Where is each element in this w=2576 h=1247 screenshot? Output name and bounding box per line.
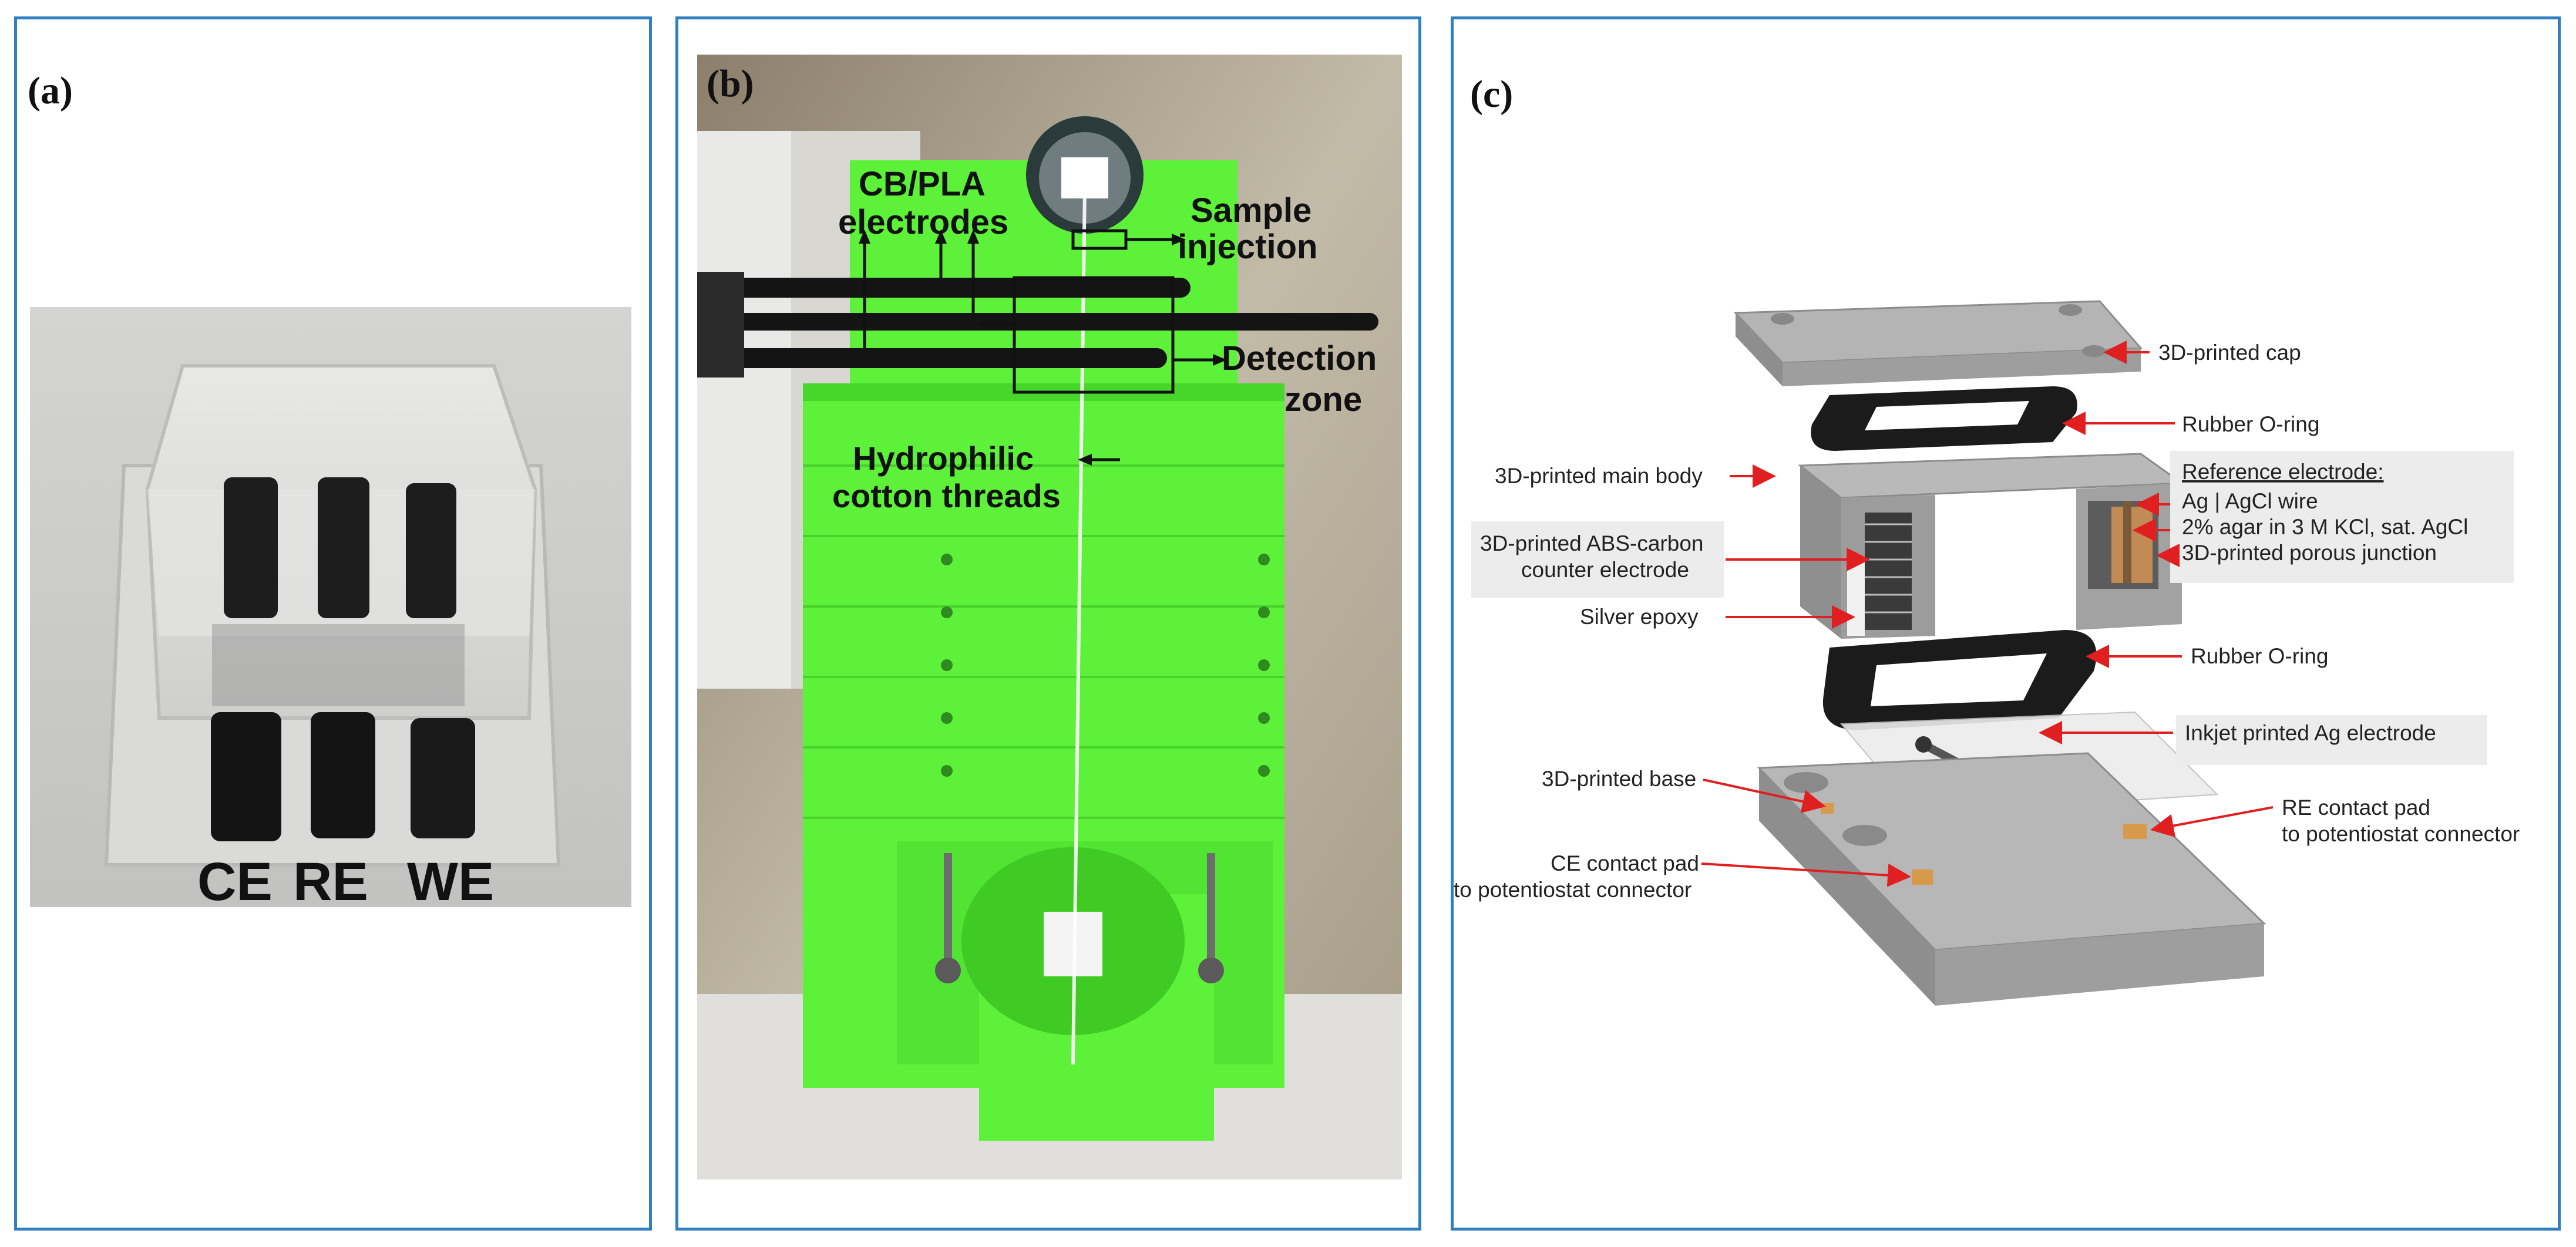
label-we: WE [407,852,494,907]
electrode-ce-top [224,477,278,618]
callout-ce-pad-1: CE contact pad [1551,851,1699,875]
callout-oring-bottom: Rubber O-ring [2191,644,2328,668]
annotation-sample-1: Sample [1191,191,1311,230]
panel-c-label: (c) [1470,73,1514,116]
annotation-sample-2: injection [1178,228,1317,266]
electrode-re-bottom [311,712,375,838]
callout-counter-2: counter electrode [1521,558,1689,582]
annotation-cbpla-2: electrodes [838,203,1008,241]
callout-re-pad-1: RE contact pad [2282,796,2430,820]
panel-a-label: (a) [28,69,73,112]
panel-b-photo: CB/PLA electrodes Sample injection Detec… [697,55,1402,1179]
annotation-threads-2: cotton threads [832,477,1061,514]
detection-zone-box [1013,276,1175,394]
panel-a-photo: CE RE WE [30,307,631,907]
annotation-cbpla-1: CB/PLA [859,165,986,203]
annotation-detection-1: Detection [1222,339,1377,378]
base-part [1757,752,2266,1006]
callout-re-pad-2: to potentiostat connector [2282,822,2520,846]
electrode-re-top [318,477,369,618]
callout-ref-agar: 2% agar in 3 M KCl, sat. AgCl [2182,515,2468,539]
inkjet-label-box [2176,715,2487,765]
counter-electrode-box [1471,521,1724,598]
callout-ref-wire: Ag | AgCl wire [2182,489,2318,513]
panel-b-label: (b) [707,62,754,105]
panel-c-diagram: 3D-printed cap Rubber O-ring 3D-printed … [1454,300,2520,1006]
reference-electrode-box [2170,451,2514,583]
electrode-ce-bottom [211,712,281,841]
label-ce: CE [197,852,273,907]
callout-counter-1: 3D-printed ABS-carbon [1480,531,1703,555]
callout-ce-pad-2: to potentiostat connector [1454,878,1691,902]
cotton-thread [1071,189,1087,1065]
callout-cap: 3D-printed cap [2158,341,2301,365]
panel-a: (a) CE RE WE [14,16,652,1231]
panel-c: (c) [1451,16,2561,1231]
callout-ref-title: Reference electrode: [2182,460,2383,484]
callout-inkjet: Inkjet printed Ag electrode [2185,721,2436,745]
main-body-part [1797,453,2185,639]
annotation-threads-1: Hydrophilic [853,440,1034,477]
cbpla-electrode-2 [715,313,1378,331]
electrode-we-bottom [411,718,475,838]
cbpla-electrode-1 [721,278,1191,298]
electrode-we-top [406,483,456,618]
cbpla-electrode-3 [721,348,1167,368]
callout-main-body: 3D-printed main body [1495,464,1703,488]
panel-b: CB/PLA electrodes Sample injection Detec… [675,16,1421,1231]
callout-base: 3D-printed base [1542,767,1696,791]
label-re: RE [293,852,368,907]
callout-silver-epoxy: Silver epoxy [1580,605,1699,629]
callout-oring-top: Rubber O-ring [2182,412,2319,436]
cap-part [1733,300,2143,386]
callout-ref-junction: 3D-printed porous junction [2182,541,2437,565]
annotation-detection-2: zone [1284,380,1362,419]
